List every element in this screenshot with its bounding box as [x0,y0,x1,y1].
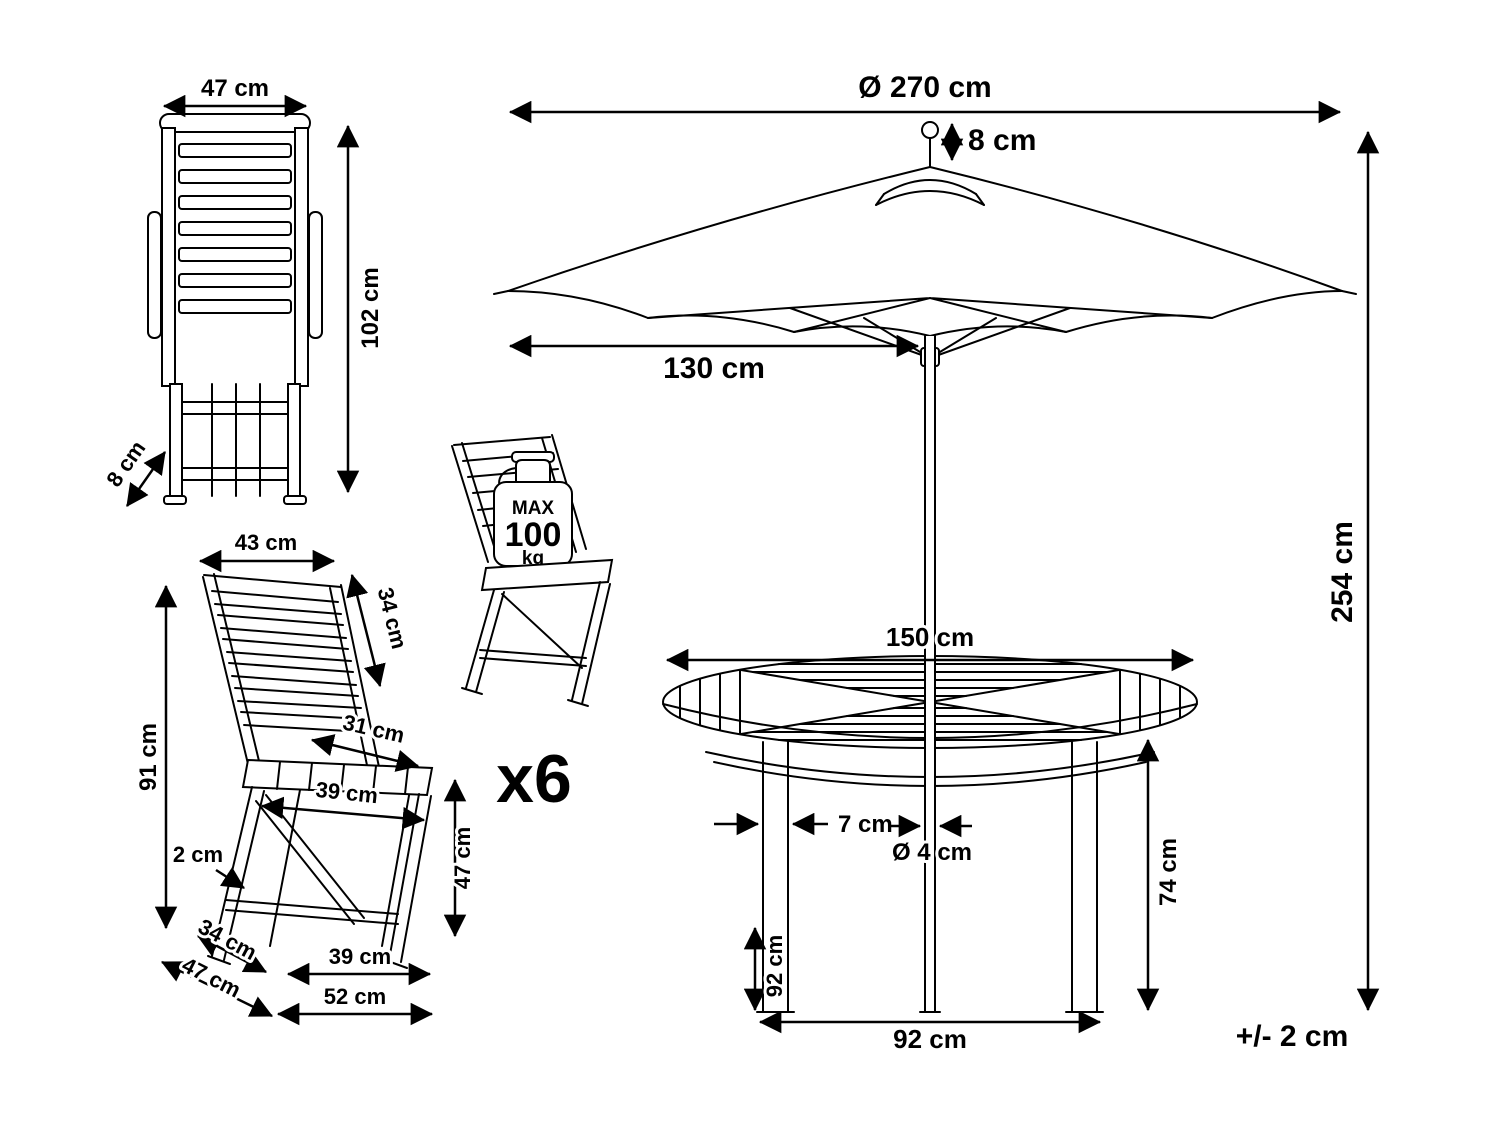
folded-chair-height-label: 102 cm [357,267,384,348]
table-pole-hole-label: Ø 4 cm [892,839,972,866]
open-chair-height-label: 91 cm [135,723,162,791]
umbrella-dimensions: Ø 270 cm 8 cm 130 cm 254 cm [508,68,1380,1012]
table-dimensions: 150 cm 7 cm Ø 4 cm 74 cm 92 cm 92 cm [665,619,1195,1057]
open-chair-back-width-label: 43 cm [235,530,297,555]
umbrella-finial-height-label: 8 cm [968,124,1036,157]
table-diameter-label: 150 cm [886,622,974,652]
umbrella-pole [919,335,941,1013]
umbrella-radius-label: 130 cm [663,352,765,385]
open-chair-seat-height-label: 47 cm [450,827,475,889]
table-leg-width-label: 7 cm [838,811,893,838]
open-chair-total-depth-label: 52 cm [324,984,386,1009]
umbrella-finial [921,121,939,139]
umbrella-diameter-label: Ø 270 cm [858,71,991,104]
max-load-value-label: 100 [505,516,562,554]
umbrella-drawing [493,121,1357,367]
table-height-label: 74 cm [1155,838,1182,906]
open-chair-front-span-label: 34 cm [194,914,261,965]
capacity-chair-drawing: MAX 100 kg [451,434,614,707]
folded-chair-dimensions: 47 cm 102 cm 8 cm [98,72,387,507]
tolerance-label: +/- 2 cm [1236,1020,1349,1053]
folded-chair-width-label: 47 cm [201,75,269,102]
umbrella-height-label: 254 cm [1326,521,1359,623]
max-load-weight: MAX 100 kg [493,451,573,572]
open-chair-base-depth-label: 47 cm [178,952,245,1003]
umbrella-ribs [647,297,1213,333]
folded-chair-drawing [147,113,323,505]
max-load-max-label: MAX [512,498,555,519]
open-chair-leg-span-label: 39 cm [329,944,391,969]
table-leg-height-label: 92 cm [762,935,787,997]
table-leg-span-label: 92 cm [893,1024,967,1054]
open-chair-seat-width-label: 39 cm [314,777,379,808]
open-chair-backrest-height-label: 34 cm [373,585,412,652]
open-chair-slat-thickness-label: 2 cm [173,842,223,867]
quantity-label: x6 [496,741,572,817]
